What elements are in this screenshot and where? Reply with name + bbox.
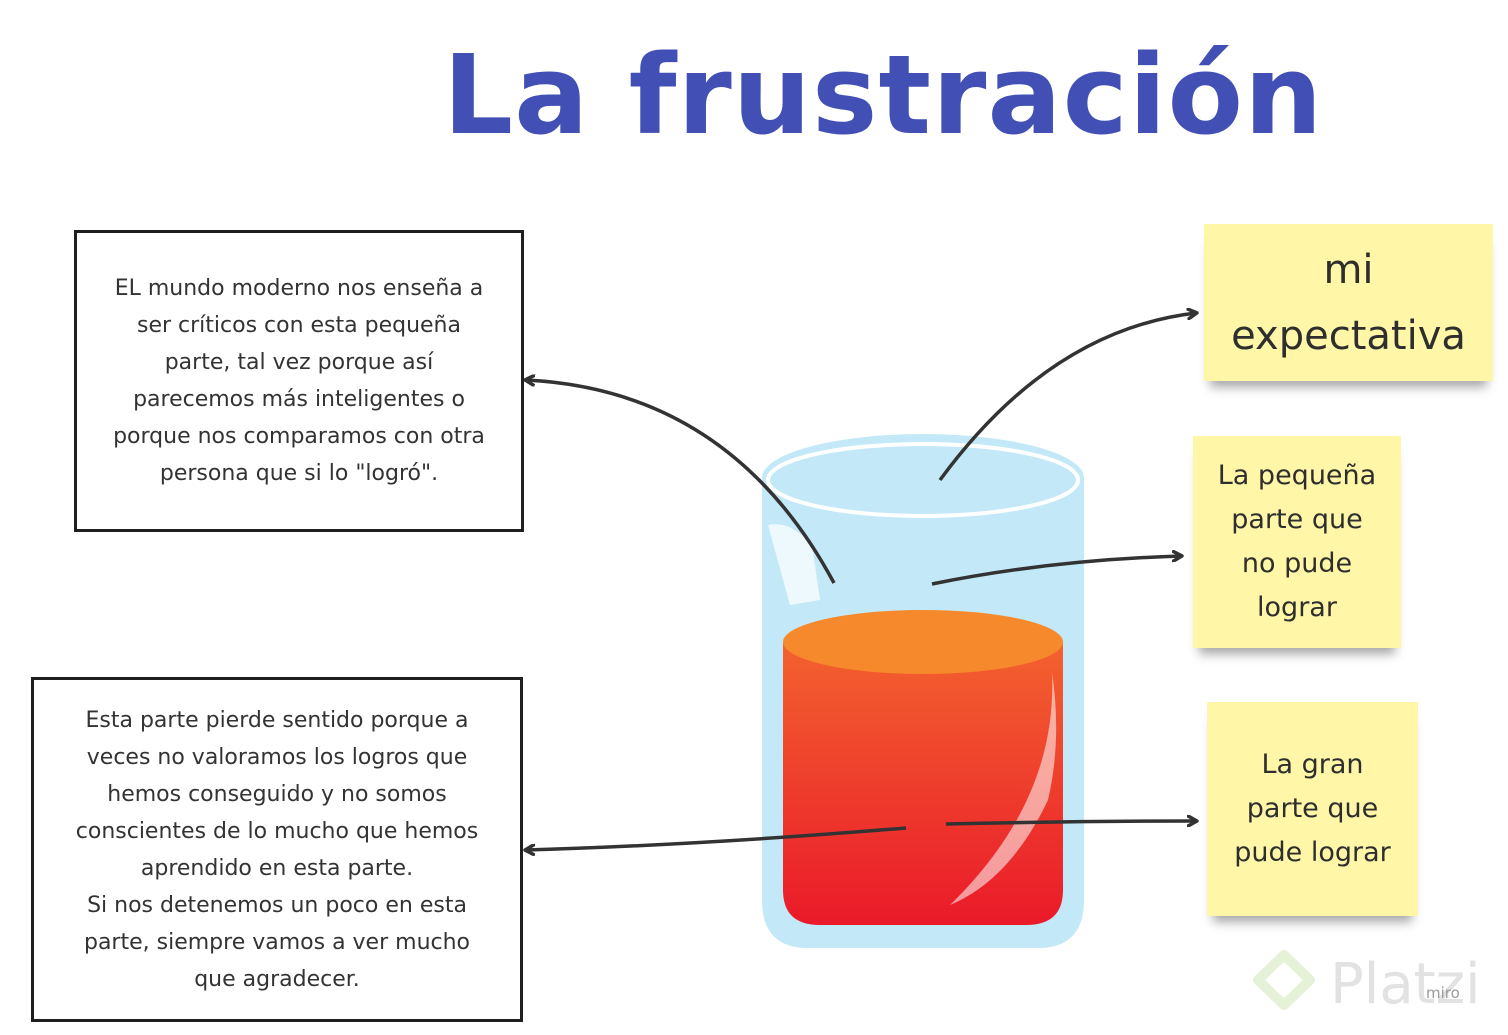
platzi-logo-icon <box>1253 950 1315 1010</box>
sticky-note-expectation: mi expectativa <box>1204 224 1493 381</box>
liquid <box>783 610 1063 925</box>
miro-watermark: miro <box>1426 984 1460 1002</box>
arrow-to-bottom-box <box>526 826 907 850</box>
explanation-text-critics: EL mundo moderno nos enseña a ser crític… <box>113 276 485 486</box>
sticky-note-text: mi expectativa <box>1231 246 1466 359</box>
explanation-box-critics: EL mundo moderno nos enseña a ser crític… <box>74 230 524 532</box>
page-title: La frustración <box>443 31 1324 159</box>
sticky-note-text: La gran parte que pude lograr <box>1234 749 1391 868</box>
glass-glare <box>768 524 820 605</box>
sticky-note-text: La pequeña parte que no pude lograr <box>1217 460 1377 623</box>
liquid-surface <box>783 610 1063 674</box>
explanation-text-achievements: Esta parte pierde sentido porque a veces… <box>75 707 479 992</box>
arrow-to-top-box <box>526 380 836 584</box>
arrow-to-small-part <box>931 556 1181 586</box>
liquid-body <box>783 642 1063 925</box>
explanation-box-achievements: Esta parte pierde sentido porque a veces… <box>31 677 523 1022</box>
liquid-highlight <box>950 672 1057 905</box>
glass-rim-highlight <box>766 442 1080 518</box>
sticky-note-big-part: La gran parte que pude lograr <box>1207 702 1418 916</box>
sticky-note-small-part: La pequeña parte que no pude lograr <box>1193 436 1401 648</box>
arrow-to-big-part <box>945 821 1196 824</box>
arrow-to-expectation <box>938 313 1196 482</box>
glass-top-rim <box>762 434 1084 522</box>
platzi-watermark: Platzi <box>1330 952 1481 1017</box>
